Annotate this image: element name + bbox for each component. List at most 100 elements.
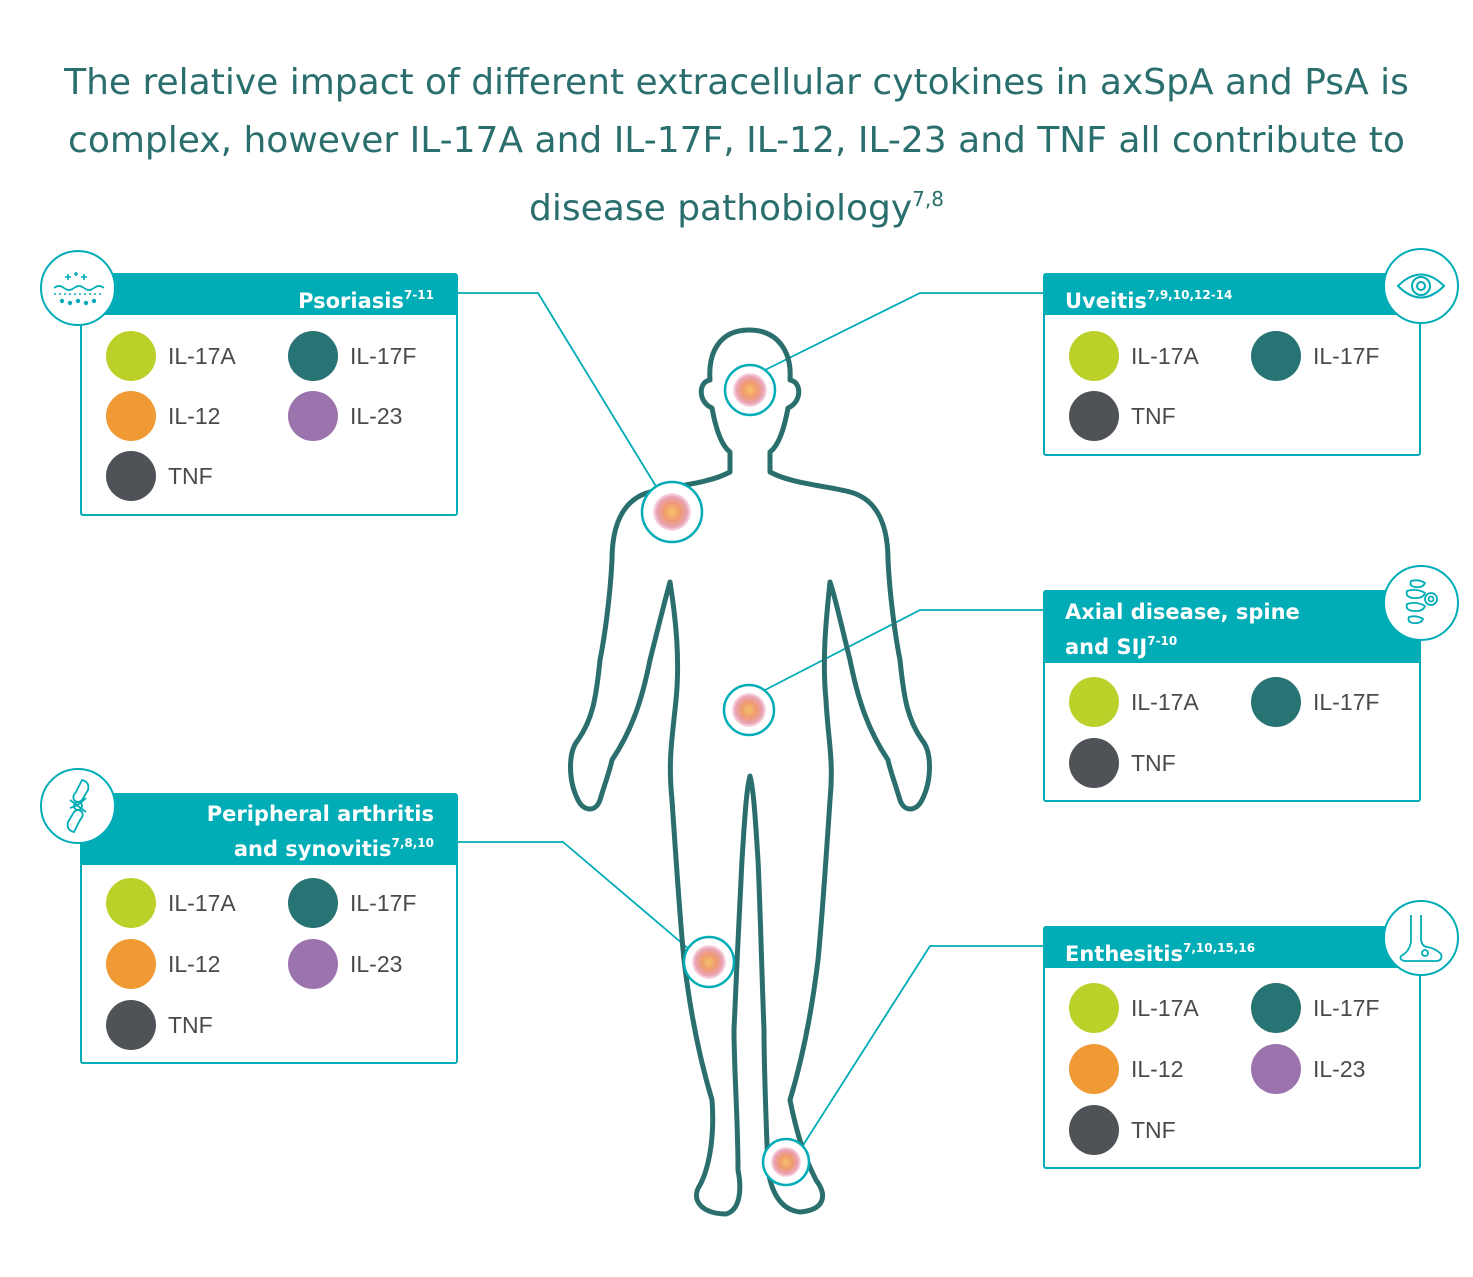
card-psoriasis-ref: 7-11 xyxy=(403,288,434,302)
dot-il17a xyxy=(106,331,156,381)
inflammation-spots xyxy=(640,363,811,1187)
connector-lines xyxy=(458,292,1043,1151)
cytokine-tnf: TNF xyxy=(1069,738,1176,788)
card-enthesitis-ref: 7,10,15,16 xyxy=(1182,941,1256,955)
dot-il12 xyxy=(1069,1044,1119,1094)
spot-head xyxy=(733,373,767,407)
dot-il17a xyxy=(1069,983,1119,1033)
cytokine-label: IL-17F xyxy=(1313,688,1380,715)
dot-tnf xyxy=(1069,738,1119,788)
cytokine-il17a: IL-17A xyxy=(1069,677,1199,727)
spot-spine xyxy=(732,693,766,727)
foot-icon xyxy=(1399,915,1443,962)
title-line-1: The relative impact of different extrace… xyxy=(64,62,1409,103)
connector-psoriasis xyxy=(458,292,658,489)
connector-peripheral xyxy=(458,841,691,951)
card-axial-ref: 7-10 xyxy=(1147,634,1178,648)
dot-il17a xyxy=(1069,677,1119,727)
cytokine-tnf: TNF xyxy=(106,1000,213,1050)
cytokine-il17a: IL-17A xyxy=(1069,983,1199,1033)
cytokine-tnf: TNF xyxy=(106,451,213,501)
dot-tnf xyxy=(1069,1105,1119,1155)
title-reference: 7,8 xyxy=(912,187,944,211)
card-peripheral-ref: 7,8,10 xyxy=(391,836,434,850)
cytokine-label: IL-23 xyxy=(1313,1055,1366,1082)
page-title: The relative impact of different extrace… xyxy=(0,54,1473,238)
joint-icon xyxy=(66,778,90,834)
spine-icon xyxy=(1405,579,1438,625)
cytokine-label: IL-17A xyxy=(168,342,236,369)
joint-icon-badge xyxy=(40,768,116,844)
dot-il17a xyxy=(1069,331,1119,381)
dot-tnf xyxy=(106,1000,156,1050)
card-uveitis-ref: 7,9,10,12-14 xyxy=(1146,288,1233,302)
dot-il17f xyxy=(288,331,338,381)
cytokine-il17f: IL-17F xyxy=(288,878,416,928)
cytokine-tnf: TNF xyxy=(1069,391,1176,441)
dot-tnf xyxy=(1069,391,1119,441)
human-body-outline xyxy=(568,327,932,1217)
cytokine-il17a: IL-17A xyxy=(106,331,236,381)
spot-knee xyxy=(692,945,726,979)
dot-il17f xyxy=(1251,331,1301,381)
card-peripheral: Peripheral arthritis and synovitis7,8,10… xyxy=(80,793,458,1064)
cytokine-il17a: IL-17A xyxy=(106,878,236,928)
foot-icon-badge xyxy=(1383,900,1459,976)
skin-icon-badge xyxy=(40,250,116,326)
cytokine-tnf: TNF xyxy=(1069,1105,1176,1155)
cytokine-label: IL-17A xyxy=(1131,688,1199,715)
connector-axial xyxy=(764,609,1043,691)
cytokine-label: TNF xyxy=(168,1011,213,1038)
cytokine-label: TNF xyxy=(1131,749,1176,776)
cytokine-label: IL-17F xyxy=(350,889,417,916)
cytokine-label: IL-23 xyxy=(350,950,403,977)
dot-il23 xyxy=(1251,1044,1301,1094)
card-peripheral-title-line2: and synovitis xyxy=(233,837,392,861)
card-psoriasis-header: Psoriasis7-11 xyxy=(82,275,456,315)
eye-icon-badge xyxy=(1383,248,1459,324)
cytokine-label: IL-12 xyxy=(168,950,221,977)
cytokine-il17f: IL-17F xyxy=(1251,983,1379,1033)
card-enthesitis-title: Enthesitis xyxy=(1065,942,1183,966)
connector-uveitis xyxy=(764,292,1043,371)
cytokine-label: IL-17A xyxy=(168,889,236,916)
title-line-3-text: disease pathobiology xyxy=(529,188,913,229)
cytokine-il12: IL-12 xyxy=(106,939,220,989)
cytokine-label: IL-12 xyxy=(168,402,221,429)
card-axial-header: Axial disease, spine and SIJ7-10 xyxy=(1045,592,1419,663)
dot-il23 xyxy=(288,939,338,989)
cytokine-il23: IL-23 xyxy=(1251,1044,1365,1094)
card-axial-title-line2: and SIJ xyxy=(1065,635,1148,659)
dot-tnf xyxy=(106,451,156,501)
card-axial-title-line1: Axial disease, spine xyxy=(1065,600,1300,624)
cytokine-label: IL-17F xyxy=(350,342,417,369)
cytokine-il17f: IL-17F xyxy=(288,331,416,381)
spot-heel xyxy=(771,1147,801,1177)
card-enthesitis-header: Enthesitis7,10,15,16 xyxy=(1045,928,1419,968)
cytokine-il12: IL-12 xyxy=(1069,1044,1183,1094)
card-uveitis-title: Uveitis xyxy=(1065,289,1147,313)
dot-il17f xyxy=(1251,677,1301,727)
cytokine-il23: IL-23 xyxy=(288,939,402,989)
card-enthesitis: Enthesitis7,10,15,16 IL-17A IL-17F IL-12… xyxy=(1043,926,1421,1169)
cytokine-label: TNF xyxy=(1131,1116,1176,1143)
card-psoriasis-title: Psoriasis xyxy=(298,289,404,313)
cytokine-label: TNF xyxy=(1131,402,1176,429)
spot-shoulder xyxy=(653,493,691,531)
cytokine-label: IL-17F xyxy=(1313,994,1380,1021)
card-axial: Axial disease, spine and SIJ7-10 IL-17A … xyxy=(1043,590,1421,802)
cytokine-il17a: IL-17A xyxy=(1069,331,1199,381)
connector-enthesitis xyxy=(799,945,1043,1151)
cytokine-label: IL-12 xyxy=(1131,1055,1184,1082)
cytokine-il23: IL-23 xyxy=(288,391,402,441)
dot-il17a xyxy=(106,878,156,928)
cytokine-il17f: IL-17F xyxy=(1251,677,1379,727)
cytokine-label: TNF xyxy=(168,462,213,489)
skin-icon xyxy=(53,272,105,306)
card-peripheral-header: Peripheral arthritis and synovitis7,8,10 xyxy=(82,795,456,865)
spine-icon-badge xyxy=(1383,565,1459,641)
title-line-2: complex, however IL-17A and IL-17F, IL-1… xyxy=(68,120,1405,161)
dot-il12 xyxy=(106,391,156,441)
cytokine-label: IL-17F xyxy=(1313,342,1380,369)
